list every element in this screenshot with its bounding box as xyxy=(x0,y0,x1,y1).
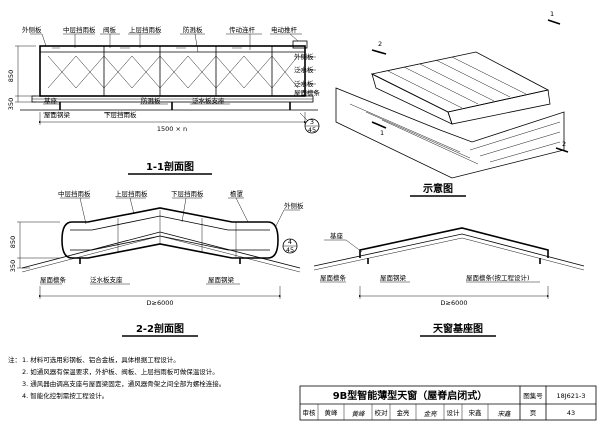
atlas-number: 18J621-3 xyxy=(556,392,585,400)
label-outer-panel: 外侧板 xyxy=(22,25,42,34)
label-valve: 阀板 xyxy=(103,25,117,34)
callout-4-num: 4 xyxy=(288,238,292,246)
checker-signature: 金亮 xyxy=(424,410,439,418)
label-outer-panel-right: 外侧板 xyxy=(294,52,314,61)
label-water-panel-top: 泛水板 xyxy=(294,65,314,74)
vent-body-2-2 xyxy=(61,207,279,259)
label-roof-purlin: 屋面檩条 xyxy=(294,88,321,97)
design-label: 设计 xyxy=(447,408,461,417)
title-section-2-2: 2-2剖面图 xyxy=(136,322,184,335)
note-line-2: 2. 如通风器有保温要求，外护板、阀板、上层挡雨板可做保温设计。 xyxy=(22,367,219,376)
label-water-panel: 泛水板 xyxy=(294,79,314,88)
label-2-2-ridge-cap: 檐罩 xyxy=(230,189,244,198)
label-2-2-roof-purlin: 屋面檩条 xyxy=(40,275,67,284)
checker-name: 金亮 xyxy=(397,408,411,417)
drawing-title: 9B型智能薄型天窗（屋脊启闭式） xyxy=(333,389,488,402)
label-2-2-outer-panel: 外侧板 xyxy=(284,201,304,210)
callout-4-sheet: 45 xyxy=(286,246,294,254)
electric-actuator xyxy=(292,40,308,49)
note-line-3: 3. 通风器由调高支座与屋面梁固定，通风器骨架之间全部为螺栓连接。 xyxy=(22,379,225,388)
label-upper-baffle: 上层挡雨板 xyxy=(129,25,162,34)
dim-850-a: 850 xyxy=(7,70,15,82)
vent-frame xyxy=(39,45,306,97)
label-base-base: 基座 xyxy=(330,231,344,240)
base-frame xyxy=(359,227,549,258)
note-line-4: 4. 智能化控制需按工程设计。 xyxy=(22,391,108,400)
dim-350-b: 350 xyxy=(9,260,17,272)
callout-3-num: 3 xyxy=(310,118,314,126)
label-lower-baffle: 下层挡雨板 xyxy=(104,110,137,119)
label-fire-panel-2: 防溅板 xyxy=(141,96,161,105)
designer-signature: 宋鑫 xyxy=(498,410,513,418)
title-block: 9B型智能薄型天窗（屋脊启闭式） 图集号 18J621-3 审核 黄峰 黄峰 校… xyxy=(299,385,597,421)
label-roof-steel: 屋面钢梁 xyxy=(44,110,71,119)
note-line-1: 1. 材料可选用彩钢板、铝合金板，具体根据工程设计。 xyxy=(22,355,180,364)
base-diagram: 基座 屋面檩条 屋面钢梁 屋面檩条(按工程设计) D≥6000 天窗基座图 xyxy=(313,227,585,337)
cut-mark-2-right: 2 xyxy=(562,140,566,148)
label-2-2-mid-baffle: 中层挡雨板 xyxy=(58,189,91,198)
label-base: 基座 xyxy=(44,96,58,105)
label-base-roof-steel: 屋面钢梁 xyxy=(380,273,407,282)
cut-mark-1-left: 1 xyxy=(380,129,384,137)
dim-850-b: 850 xyxy=(9,236,17,248)
label-2-2-upper-baffle: 上层挡雨板 xyxy=(115,189,148,198)
dim-span-base: D≥6000 xyxy=(441,299,468,307)
label-2-2-water-support: 泛水板支座 xyxy=(90,275,123,284)
notes-heading: 注： xyxy=(8,355,21,364)
review-label: 审核 xyxy=(303,408,317,417)
page-number: 43 xyxy=(567,409,575,417)
designer-name: 宋鑫 xyxy=(469,408,483,417)
title-schematic: 示意图 xyxy=(423,182,453,195)
reviewer-name: 黄峰 xyxy=(325,408,339,417)
dim-span-2-2: D≥6000 xyxy=(147,299,174,307)
dim-vertical-1-1 xyxy=(15,45,36,103)
label-2-2-lower-baffle: 下层挡雨板 xyxy=(171,189,204,198)
label-base-purlin-note: 屋面檩条(按工程设计) xyxy=(466,273,530,282)
atlas-label: 图集号 xyxy=(523,391,543,400)
label-2-2-roof-steel: 屋面钢梁 xyxy=(208,275,235,284)
check-label: 校对 xyxy=(375,408,389,417)
label-electric-actuator: 电动推杆 xyxy=(271,25,298,34)
schematic-3d: 2 1 1 2 示意图 xyxy=(335,10,569,197)
dim-span-1-1: 1500 × n xyxy=(157,125,187,133)
cut-mark-2-top: 2 xyxy=(378,40,382,48)
reviewer-signature: 黄峰 xyxy=(352,410,366,418)
title-section-1-1: 1-1剖面图 xyxy=(146,160,194,173)
cut-mark-1-top: 1 xyxy=(550,10,554,18)
label-base-roof-purlin: 屋面檩条 xyxy=(320,273,347,282)
page-label: 页 xyxy=(530,409,537,417)
section-1-1: 850 350 1500 × n 外侧板 xyxy=(7,25,321,175)
section-2-2: 850 350 D≥6000 中层挡雨板 上层挡雨板 下层挡雨板 檐罩 外侧板 … xyxy=(9,189,304,337)
truss-bracing xyxy=(47,55,299,89)
title-base-diagram: 天窗基座图 xyxy=(433,322,483,335)
notes-block: 注： 1. 材料可选用彩钢板、铝合金板，具体根据工程设计。 2. 如通风器有保温… xyxy=(8,355,225,400)
label-mid-baffle: 中层挡雨板 xyxy=(63,25,96,34)
callout-3-sheet: 45 xyxy=(308,126,316,134)
label-water-support: 泛水板支座 xyxy=(192,96,225,105)
label-fire-panel: 防溅板 xyxy=(183,25,203,34)
label-drive-rod: 传动连杆 xyxy=(229,25,256,34)
dim-350-a: 350 xyxy=(7,98,15,110)
